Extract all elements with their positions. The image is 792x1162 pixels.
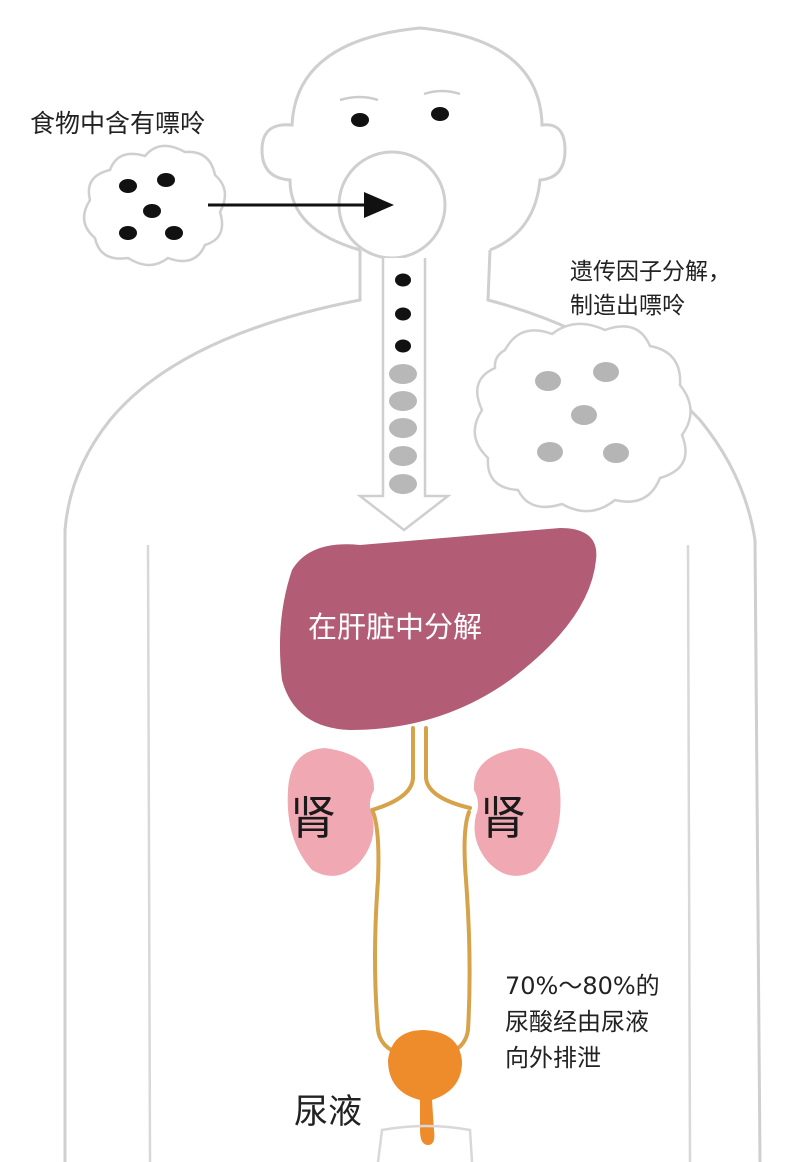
kidney-left-label: 肾 bbox=[290, 791, 336, 845]
eyebrow-right bbox=[423, 89, 461, 96]
liver-label: 在肝脏中分解 bbox=[308, 610, 483, 644]
food-purine-label: 食物中含有嘌呤 bbox=[30, 109, 206, 138]
excretion-line3: 向外排泄 bbox=[505, 1044, 601, 1072]
excretion-line1: 70%～80%的 bbox=[505, 972, 660, 1000]
inner-arm-left bbox=[146, 544, 152, 1162]
purine-dots-food bbox=[119, 173, 183, 240]
ingest-arrow-head bbox=[364, 192, 394, 218]
kidney-right-shape bbox=[473, 748, 561, 876]
vessels bbox=[370, 726, 472, 1054]
inner-arm-right bbox=[686, 544, 692, 1162]
gene-breakdown-line1: 遗传因子分解， bbox=[570, 259, 731, 285]
excretion-line2: 尿酸经由尿液 bbox=[505, 1008, 649, 1036]
bladder bbox=[388, 1030, 462, 1145]
excretion-label: 70%～80%的 尿酸经由尿液 向外排泄 bbox=[505, 968, 660, 1076]
liver bbox=[279, 528, 597, 730]
purine-dots-esophagus-dark bbox=[395, 273, 411, 353]
purine-dots-esophagus-grey bbox=[389, 364, 417, 494]
eyebrow-left bbox=[339, 95, 379, 102]
head-outline bbox=[260, 26, 567, 252]
eye-right bbox=[431, 107, 449, 121]
eye-left bbox=[351, 113, 369, 127]
urine-label: 尿液 bbox=[294, 1092, 362, 1132]
gene-breakdown-label: 遗传因子分解， 制造出嘌呤 bbox=[570, 255, 731, 323]
kidney-left-shape bbox=[287, 748, 375, 876]
gene-breakdown-line2: 制造出嘌呤 bbox=[570, 293, 685, 319]
kidney-right-label: 肾 bbox=[480, 791, 526, 845]
pelvis-outline bbox=[376, 1124, 474, 1162]
purine-dots-gene bbox=[535, 362, 629, 463]
